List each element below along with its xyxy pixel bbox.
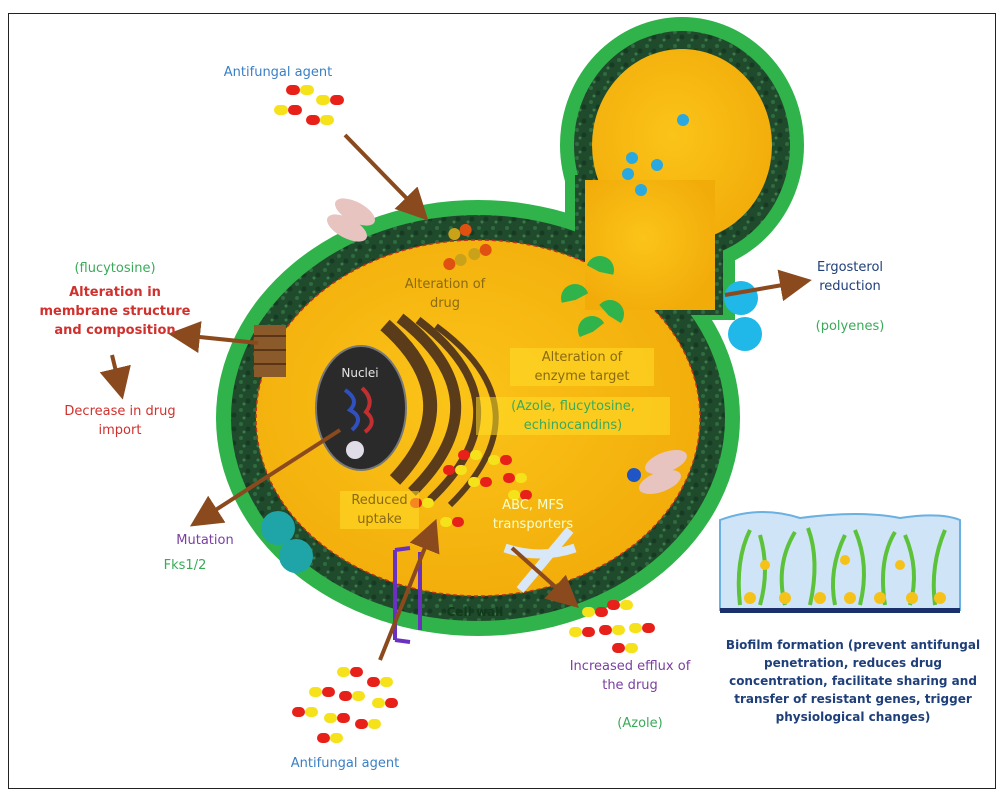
biofilm-illustration xyxy=(720,512,960,613)
capsules-bottom xyxy=(292,667,398,743)
label-biofilm: Biofilm formation (prevent antifungal pe… xyxy=(712,636,994,726)
label-ergosterol: Ergosterol reduction xyxy=(800,258,900,296)
label-reduced-uptake: Reduced uptake xyxy=(340,491,419,529)
label-transporters: ABC, MFS transporters xyxy=(478,496,588,534)
label-mutation: Mutation xyxy=(150,531,260,550)
label-polyenes: (polyenes) xyxy=(805,317,895,336)
capsules-top xyxy=(274,85,344,125)
label-azole: (Azole) xyxy=(605,714,675,733)
label-efflux: Increased efflux of the drug xyxy=(555,657,705,695)
label-alteration-enzyme: Alteration of enzyme target xyxy=(510,348,654,386)
label-antifungal-bottom: Antifungal agent xyxy=(280,754,410,773)
arrow-drug-entry xyxy=(345,135,420,212)
label-decrease-import: Decrease in drug import xyxy=(40,402,200,440)
label-antifungal-top: Antifungal agent xyxy=(218,63,338,82)
label-nuclei: Nuclei xyxy=(330,364,390,383)
label-alteration-drug: Alteration of drug xyxy=(395,275,495,313)
arrow-decrease-import xyxy=(112,355,120,388)
label-alteration-membrane: Alteration in membrane structure and com… xyxy=(20,283,210,340)
label-cell-wall: Cell wall xyxy=(440,603,510,622)
label-flucytosine: (flucytosine) xyxy=(40,259,190,278)
label-enzyme-drugs: (Azole, flucytosine, echinocandins) xyxy=(476,397,670,435)
label-fks: Fks1/2 xyxy=(150,556,220,575)
